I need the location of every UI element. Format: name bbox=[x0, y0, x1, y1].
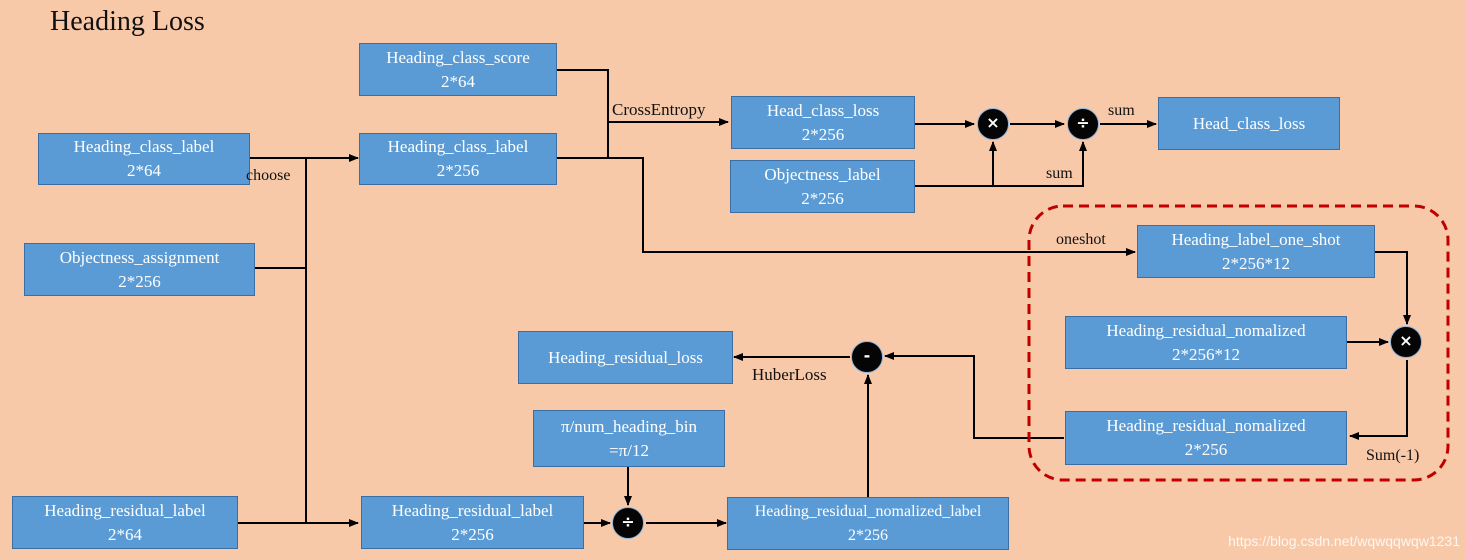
label-sum-neg1: Sum(-1) bbox=[1366, 447, 1420, 464]
box-objectness-assignment: Objectness_assignment 2*256 bbox=[24, 243, 255, 296]
box-heading-residual-label-selected: Heading_residual_label 2*256 bbox=[361, 496, 584, 549]
box-heading-residual-nomalized-label: Heading_residual_nomalized_label 2*256 bbox=[727, 497, 1009, 550]
watermark: https://blog.csdn.net/wqwqqwqw1231 bbox=[1228, 533, 1460, 549]
box-objectness-label: Objectness_label 2*256 bbox=[730, 160, 915, 213]
multiply-operator-2: × bbox=[1390, 326, 1422, 358]
box-heading-class-score: Heading_class_score 2*64 bbox=[359, 43, 557, 96]
box-pi-num-heading-bin: π/num_heading_bin =π/12 bbox=[533, 410, 725, 467]
subtract-operator: - bbox=[851, 341, 883, 373]
box-heading-residual-loss: Heading_residual_loss bbox=[518, 331, 733, 384]
box-head-class-loss-output: Head_class_loss bbox=[1158, 97, 1340, 150]
label-choose: choose bbox=[246, 167, 291, 184]
label-cross-entropy: CrossEntropy bbox=[612, 100, 706, 119]
diagram-title: Heading Loss bbox=[50, 6, 205, 37]
box-heading-label-one-shot: Heading_label_one_shot 2*256*12 bbox=[1137, 225, 1375, 278]
box-head-class-loss-mid: Head_class_loss 2*256 bbox=[731, 96, 915, 149]
label-oneshot: oneshot bbox=[1056, 231, 1106, 248]
box-heading-residual-nomalized-12: Heading_residual_nomalized 2*256*12 bbox=[1065, 316, 1347, 369]
box-heading-class-label-selected: Heading_class_label 2*256 bbox=[359, 133, 557, 185]
highlight-region bbox=[1027, 204, 1450, 482]
box-heading-residual-nomalized-256: Heading_residual_nomalized 2*256 bbox=[1065, 411, 1347, 465]
divide-operator-1: ÷ bbox=[1067, 108, 1099, 140]
box-heading-class-label-input: Heading_class_label 2*64 bbox=[38, 133, 250, 185]
label-huber-loss: HuberLoss bbox=[752, 365, 827, 384]
box-heading-residual-label-input: Heading_residual_label 2*64 bbox=[12, 496, 238, 549]
divide-operator-2: ÷ bbox=[612, 507, 644, 539]
multiply-operator-1: × bbox=[977, 108, 1009, 140]
label-sum-top: sum bbox=[1108, 102, 1135, 119]
label-sum-bottom: sum bbox=[1046, 165, 1073, 182]
